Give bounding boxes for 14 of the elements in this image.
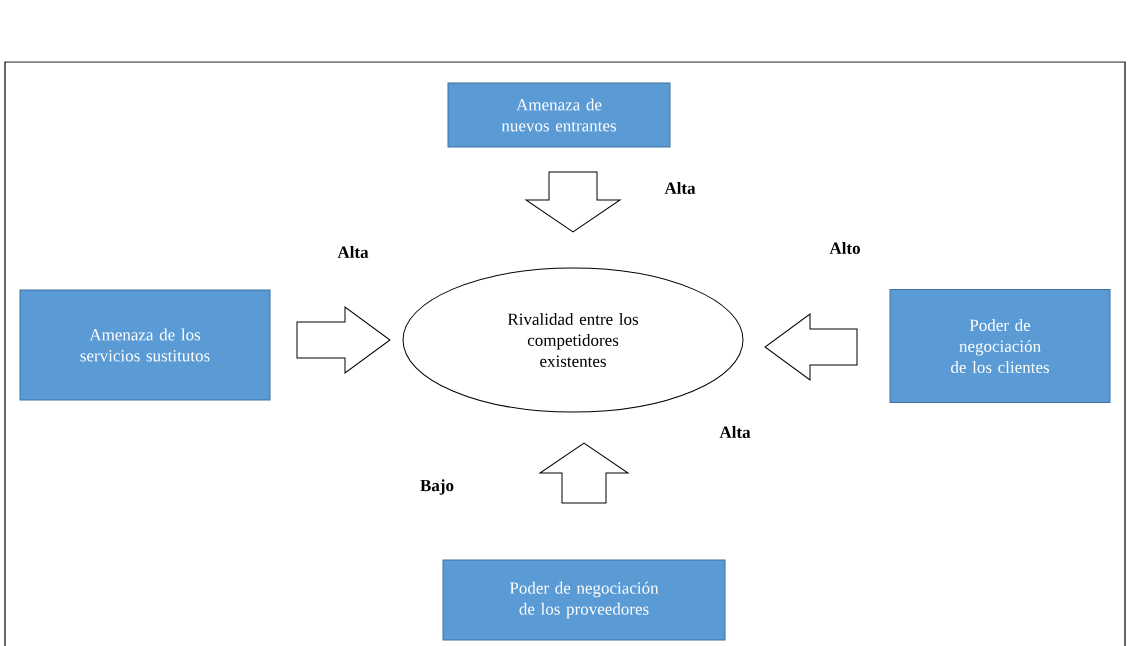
rating-label: Alta xyxy=(719,426,751,438)
block-arrow xyxy=(525,171,621,233)
block-arrow xyxy=(764,313,858,381)
rating-label: Alto xyxy=(829,242,860,254)
block-arrow xyxy=(539,442,629,504)
rating-label: Alta xyxy=(337,246,369,258)
force-box: Poder de negociación de los proveedores xyxy=(442,559,726,641)
force-box: Amenaza de los servicios sustitutos xyxy=(19,289,271,401)
rating-label: Bajo xyxy=(420,479,454,495)
ellipse-node: Rivalidad entre los competidores existentes xyxy=(402,267,744,413)
rating-label: Alta xyxy=(664,182,696,194)
block-arrow xyxy=(296,306,391,374)
force-box: Poder de negociación de los clientes xyxy=(889,289,1111,403)
force-box: Amenaza de nuevos entrantes xyxy=(447,82,671,148)
